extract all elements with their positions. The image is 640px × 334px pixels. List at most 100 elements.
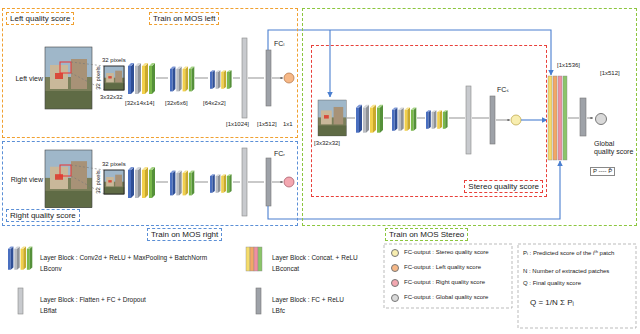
legend-icons [18,288,23,314]
right-pipeline [128,167,155,198]
formula: Q = 1/N Σ Pᵢ [530,298,574,307]
legend-icons [256,288,261,314]
fusion [548,76,552,160]
block-name: LBfc [272,307,285,314]
node-label: Global quality score [594,140,634,156]
stereo-pipeline [392,108,416,131]
right-pipeline [170,171,194,196]
stereo-pipeline [511,115,521,125]
legend-swatch [391,279,399,287]
fusion [580,98,586,136]
feature-wires [329,30,330,97]
block-name: LBconv [40,265,62,272]
dimension-label: 32 pixels [102,57,126,64]
legend-text: Layer Block : Flatten + FC + Dropout [40,296,146,303]
region-box: Left quality score Train on MOS leftLeft … [2,8,298,138]
right-pipeline [60,165,71,176]
region-heading: Train on MOS right [147,228,222,241]
region-box: Stereo quality score [311,45,547,197]
left-pipeline [284,73,294,83]
left-pipeline [104,66,124,90]
stereo-pipeline [356,105,383,133]
left-pipeline [156,78,283,79]
left-pipeline [242,38,247,118]
legend-text: FC-output : Global quality score [404,294,488,301]
region-heading: Stereo quality score [464,180,543,193]
dimension-label: 32 pixels [102,161,126,168]
right-pipeline [45,150,92,208]
stereo-pipeline [318,100,346,136]
stereo-pipeline [318,100,346,136]
legend-icons [246,247,250,271]
legend-text: Layer Block : FC + ReLU [272,296,344,303]
right-pipeline [45,148,294,216]
layer-name: FCₗ [274,40,285,48]
right-pipeline [242,148,247,216]
left-pipeline [104,66,124,90]
key-note: Q : Final quality score [523,280,633,287]
dimension-label: [32x14x14] [125,100,154,107]
legend-icons [8,244,636,328]
stereo-pipeline [490,96,495,144]
legend-swatch [391,264,399,272]
loss-note: P ---- P̂ [590,167,615,176]
legend-icons [8,247,32,270]
dimension-label: [1x1024] [226,121,249,128]
fusion [568,118,593,119]
legend-swatch [391,294,399,302]
fusion [548,76,593,160]
right-pipeline [45,150,92,208]
legend-icons [250,247,254,271]
block-name: LBflat [40,307,57,314]
node-label: Right view [11,176,43,184]
stereo-pipeline [318,86,521,154]
legend-text: FC-output : Stereo quality score [404,249,489,256]
feature-wires [521,119,547,120]
dimension-label: [3x32x32] [314,140,340,147]
right-pipeline [71,165,104,194]
dimension-label: [64x2x2] [203,100,226,107]
dimension-label: 32 pixels [95,170,102,194]
left-pipeline [210,70,232,89]
view-image: Right view [46,151,93,209]
legend-text: Layer Block : Conv2d + ReLU + MaxPooling… [40,254,207,261]
right-pipeline [104,170,124,194]
right-pipeline [104,170,124,194]
legend-icons [384,244,512,308]
dimension-label: [1x512] [600,70,620,77]
dimension-label: [1x512] [257,121,277,128]
region-box: Right quality scoreTrain on MOS rightRig… [2,141,298,226]
region-heading: Left quality score [6,12,74,25]
left-pipeline [45,47,92,109]
left-pipeline [128,63,155,94]
legend-icons [258,247,262,271]
feature-wires [268,30,560,219]
key-note: N : Number of extracted patches [523,268,633,275]
legend-icons [518,244,636,328]
dimension-label: [1x1536] [557,62,580,69]
dimension-label: 3x32x32 [100,94,123,101]
region-heading: Train on MOS left [149,12,219,25]
view-image: Left view [46,48,93,110]
left-pipeline [45,38,294,118]
layer-name: FCₛ [497,86,509,94]
stereo-pipeline [466,86,471,154]
region-heading: Right quality score [6,209,80,222]
block-name: LBconcat [272,265,299,272]
left-pipeline [170,67,194,92]
dimension-label: [32x6x6] [165,100,188,107]
right-pipeline [266,158,271,206]
output-circle: Global quality score [595,113,607,125]
legend-text: FC-output : Right quality score [404,279,485,286]
left-pipeline [60,62,71,73]
fusion [563,76,567,160]
legend-icons [254,247,258,271]
legend-swatch [391,249,399,257]
node-label: Left view [15,75,43,83]
fusion [558,76,562,160]
left-pipeline [104,66,124,90]
right-pipeline [210,174,232,193]
key-note: Pᵢ : Predicted score of the iᵗʰ patch [523,250,633,257]
stereo-pipeline [426,110,448,129]
